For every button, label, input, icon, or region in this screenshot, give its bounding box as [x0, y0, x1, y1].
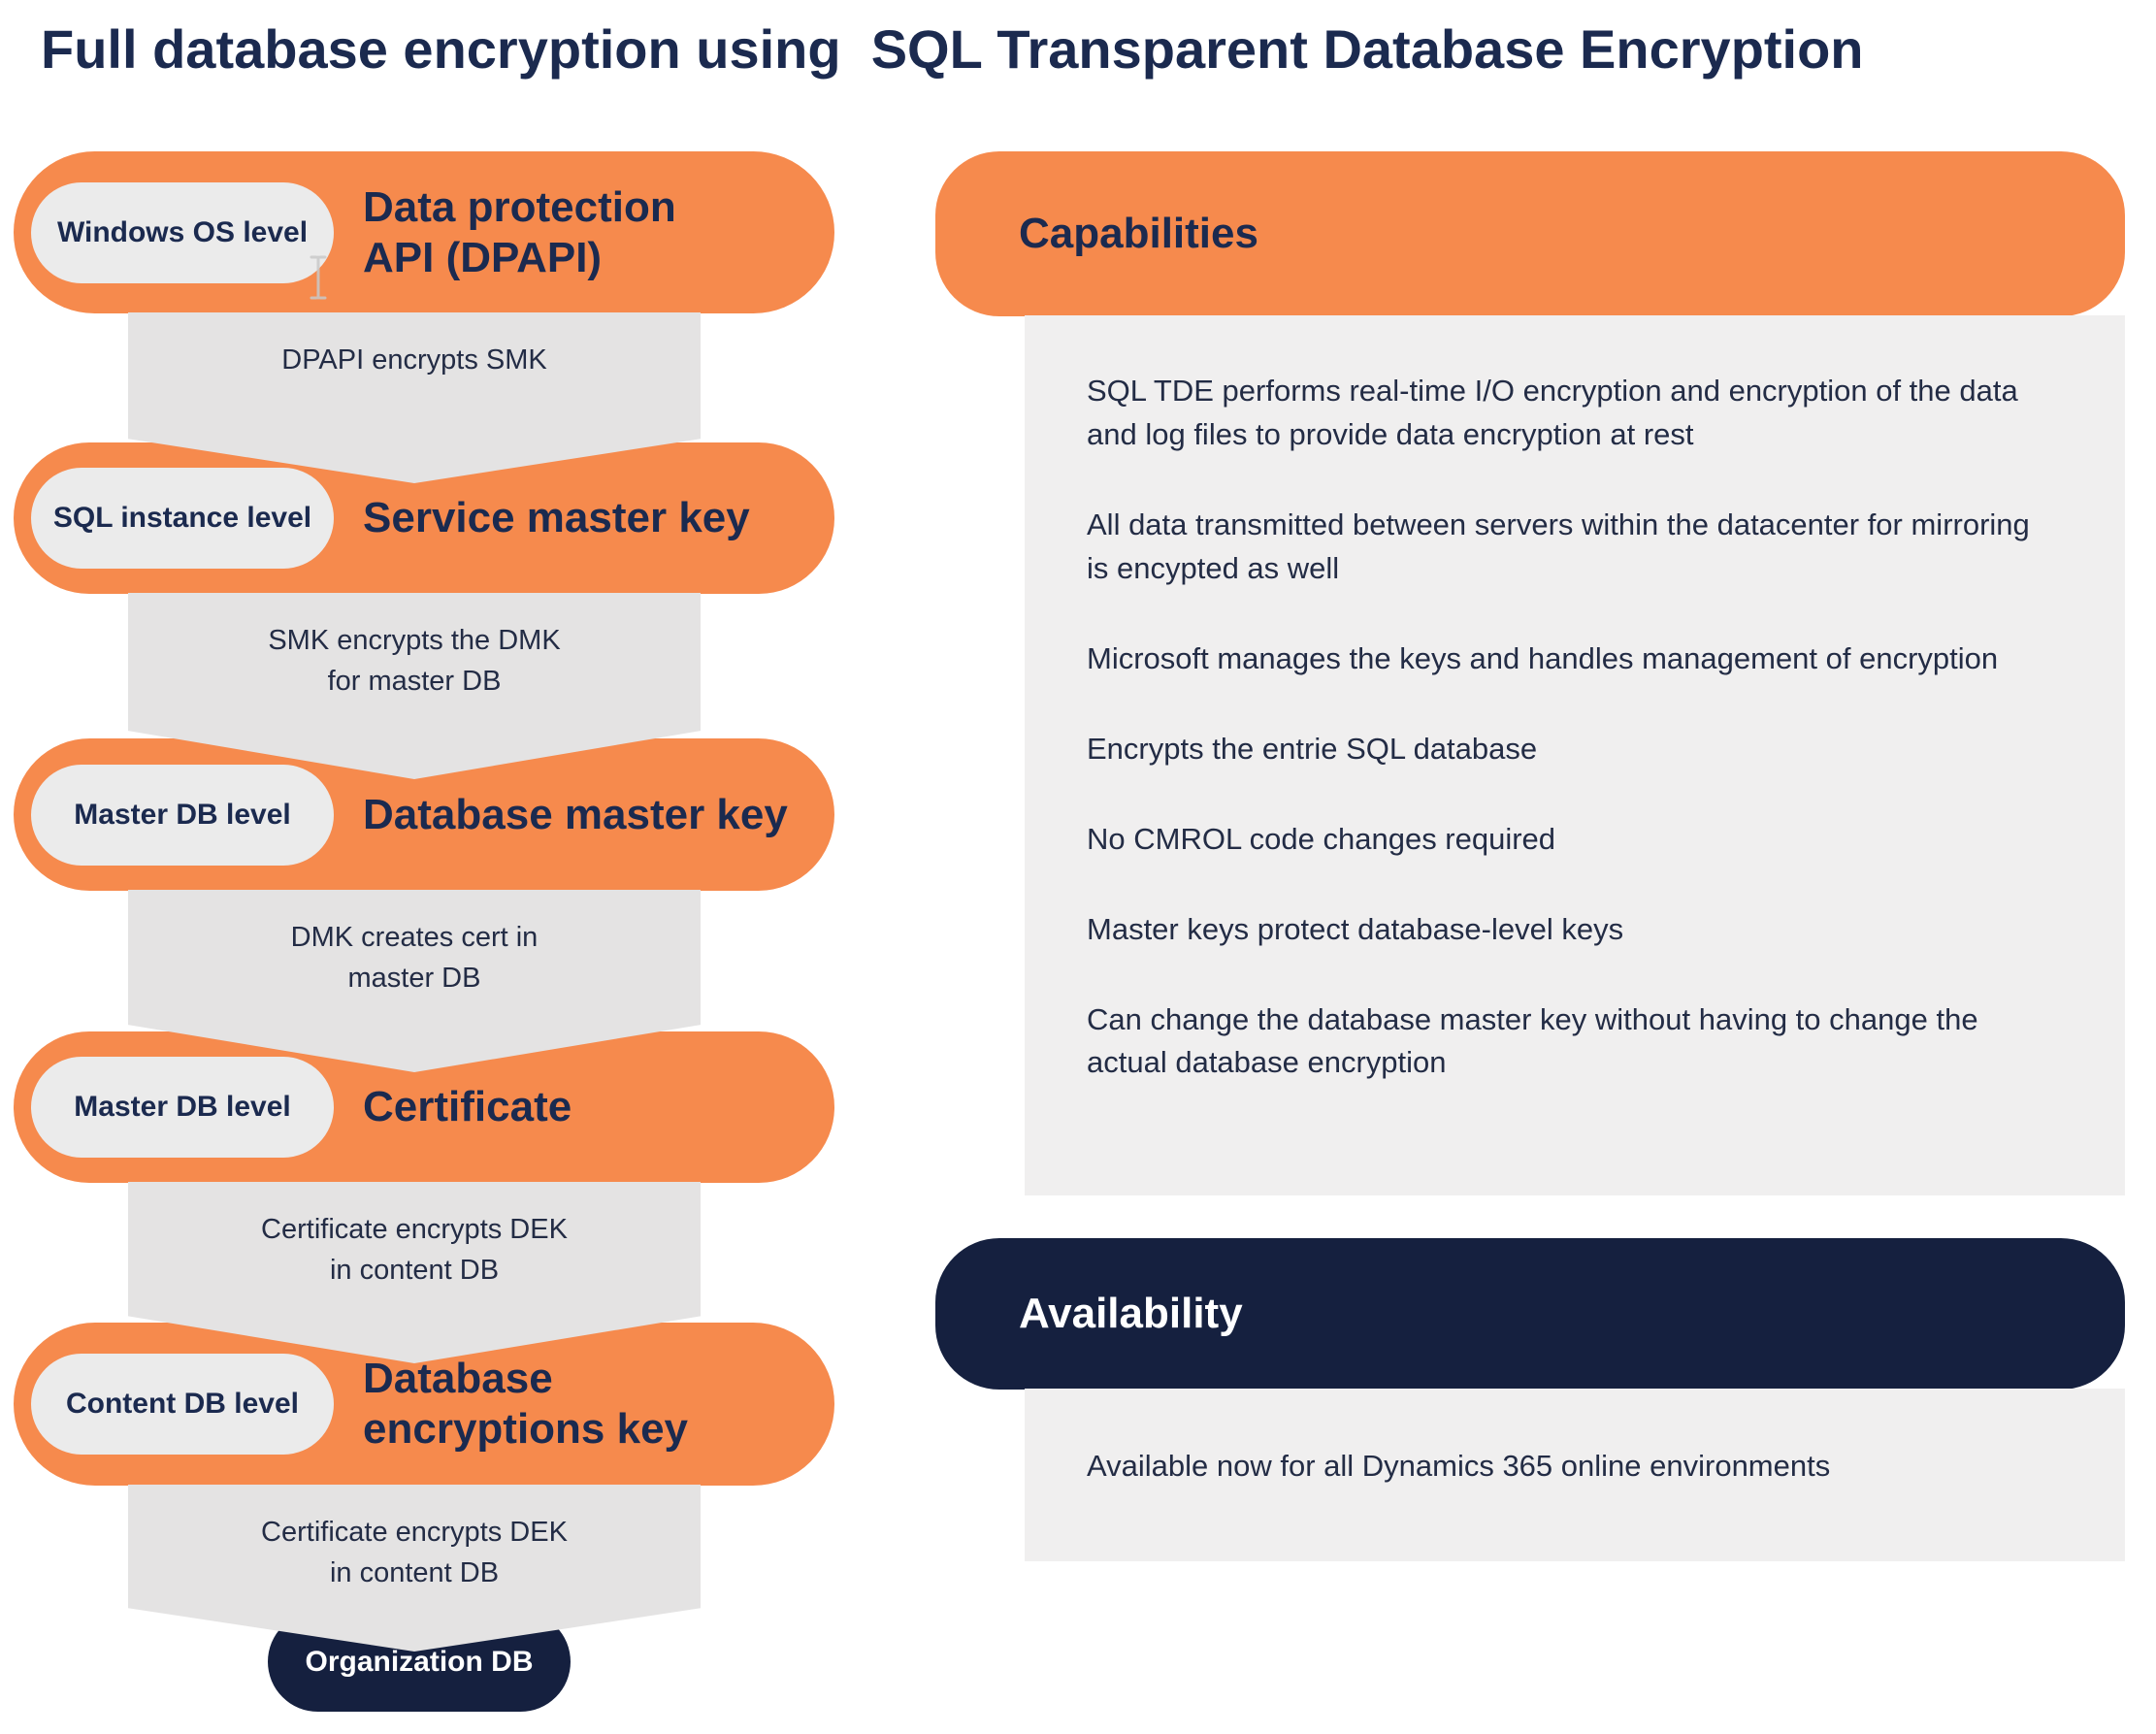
step-title: Database encryptions key [363, 1355, 689, 1453]
level-pill-label: Content DB level [65, 1388, 300, 1420]
level-pill-label: Master DB level [74, 798, 291, 831]
step-title: Service master key [363, 494, 750, 542]
capability-item: Encrypts the entrie SQL database [1087, 731, 1538, 766]
capabilities-panel: SQL TDE performs real-time I/O encryptio… [1025, 315, 2125, 1195]
level-pill-label: SQL instance level [52, 502, 312, 534]
capability-item: All data transmitted between servers wit… [1087, 507, 2030, 585]
level-pill: Master DB level [31, 1057, 334, 1158]
availability-item: Available now for all Dynamics 365 onlin… [1087, 1449, 1831, 1483]
connector-label: DPAPI encrypts SMK [281, 344, 547, 376]
connector-label: Certificate encrypts DEK in content DB [261, 1214, 568, 1287]
page-title: Full database encryption using SQL Trans… [41, 18, 1864, 80]
step-title: Database master key [363, 790, 788, 838]
capability-item: SQL TDE performs real-time I/O encryptio… [1087, 374, 2018, 451]
capabilities-heading: Capabilities [1019, 210, 1258, 257]
flow-step-dmk: Master DB level Database master key [14, 738, 834, 891]
flow-step-dpapi: Windows OS level Data protection API (DP… [14, 151, 834, 313]
flow-step-dek: Content DB level Database encryptions ke… [14, 1323, 834, 1486]
capability-item: Master keys protect database-level keys [1087, 911, 1624, 946]
capability-item: Can change the database master key witho… [1087, 1001, 1978, 1080]
connector-label: DMK creates cert in master DB [290, 922, 539, 995]
availability-panel: Available now for all Dynamics 365 onlin… [1025, 1389, 2125, 1561]
level-pill: Windows OS level [31, 181, 334, 283]
level-pill: Master DB level [31, 764, 334, 866]
capability-item: Microsoft manages the keys and handles m… [1087, 640, 1999, 675]
level-pill-label: Windows OS level [56, 215, 309, 248]
availability-heading: Availability [1019, 1290, 1243, 1337]
capabilities-header: Capabilities [935, 151, 2125, 316]
text-cursor-pointer [309, 254, 328, 306]
availability-header: Availability [935, 1238, 2125, 1390]
capability-item: No CMROL code changes required [1087, 821, 1556, 856]
connector-label: Certificate encrypts DEK in content DB [261, 1517, 568, 1589]
level-pill: SQL instance level [31, 468, 334, 569]
flow-connector-arrow: Certificate encrypts DEK in content DB [128, 1485, 701, 1652]
step-title: Data protection API (DPAPI) [363, 182, 676, 281]
level-pill: Content DB level [31, 1354, 334, 1455]
step-title: Certificate [363, 1083, 572, 1131]
level-pill-label: Master DB level [74, 1091, 291, 1123]
connector-label: SMK encrypts the DMK for master DB [268, 625, 561, 698]
